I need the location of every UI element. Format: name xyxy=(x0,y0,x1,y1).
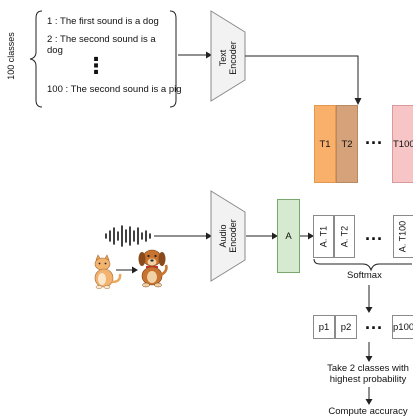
arrow-audio-embedding-to-similarity xyxy=(300,232,314,240)
text-encoder-label: Text Encoder xyxy=(218,41,238,75)
arrow-selection-to-accuracy xyxy=(365,387,373,405)
text-embedding-t1-label: T1 xyxy=(319,139,331,150)
arrow-list-to-text-encoder xyxy=(178,51,212,59)
ellipsis-embeddings: ··· xyxy=(365,133,383,153)
waveform-icon xyxy=(105,225,151,247)
similarity-cell-100-label: A. T100 xyxy=(397,220,408,253)
probability-cell-100 xyxy=(392,315,413,339)
arrow-encoder-to-audio-embedding xyxy=(246,232,278,240)
arrow-audio-to-encoder xyxy=(154,232,212,240)
text-embedding-t2-label: T2 xyxy=(341,139,353,150)
similarity-cell-2 xyxy=(334,215,355,258)
softmax-brace xyxy=(313,258,412,272)
compute-accuracy-step: Compute accuracy xyxy=(328,406,408,417)
text-embedding-t2 xyxy=(336,105,358,183)
arrow-softmax-to-probabilities xyxy=(365,285,373,313)
arrow-probabilities-to-selection xyxy=(365,342,373,362)
dog-icon xyxy=(138,249,168,288)
text-embedding-t1 xyxy=(314,105,336,183)
probability-cell-1 xyxy=(313,315,335,339)
probability-cell-100-label: p100 xyxy=(393,322,413,333)
audio-embedding-label: A xyxy=(285,231,292,242)
class-list-right-bracket xyxy=(169,10,177,108)
similarity-cell-100 xyxy=(393,215,413,258)
probability-cell-2-label: p2 xyxy=(340,322,352,333)
class-item-2-cont: dog xyxy=(47,45,63,56)
arrow-text-encoder-to-embeddings xyxy=(245,55,362,105)
softmax-label: Softmax xyxy=(347,270,382,281)
probability-cell-1-label: p1 xyxy=(318,322,330,333)
class-item-1: 1 : The first sound is a dog xyxy=(47,16,159,27)
class-list-brace xyxy=(29,10,43,108)
probability-cell-2 xyxy=(335,315,357,339)
audio-encoder xyxy=(210,190,246,282)
take-top2-step: Take 2 classes with highest probability xyxy=(327,363,409,385)
similarity-cell-1 xyxy=(313,215,334,258)
text-encoder xyxy=(210,10,246,102)
classes-label: 100 classes xyxy=(6,32,16,80)
cat-icon xyxy=(94,254,122,289)
vertical-dots: ⋮ xyxy=(85,53,107,78)
ellipsis-probabilities: ··· xyxy=(365,318,383,338)
text-embedding-t100 xyxy=(392,105,413,183)
ellipsis-similarity: ··· xyxy=(365,229,383,249)
audio-embedding xyxy=(277,199,300,273)
class-item-2: 2 : The second sound is a xyxy=(47,34,156,45)
audio-encoder-label: Audio Encoder xyxy=(218,219,238,253)
similarity-cell-2-label: A. T2 xyxy=(339,225,350,248)
class-item-100: 100 : The second sound is a pig xyxy=(47,84,182,95)
similarity-cell-1-label: A. T1 xyxy=(318,225,329,248)
text-embedding-t100-label: T100 xyxy=(393,139,413,150)
arrow-cat-to-dog xyxy=(116,266,138,274)
